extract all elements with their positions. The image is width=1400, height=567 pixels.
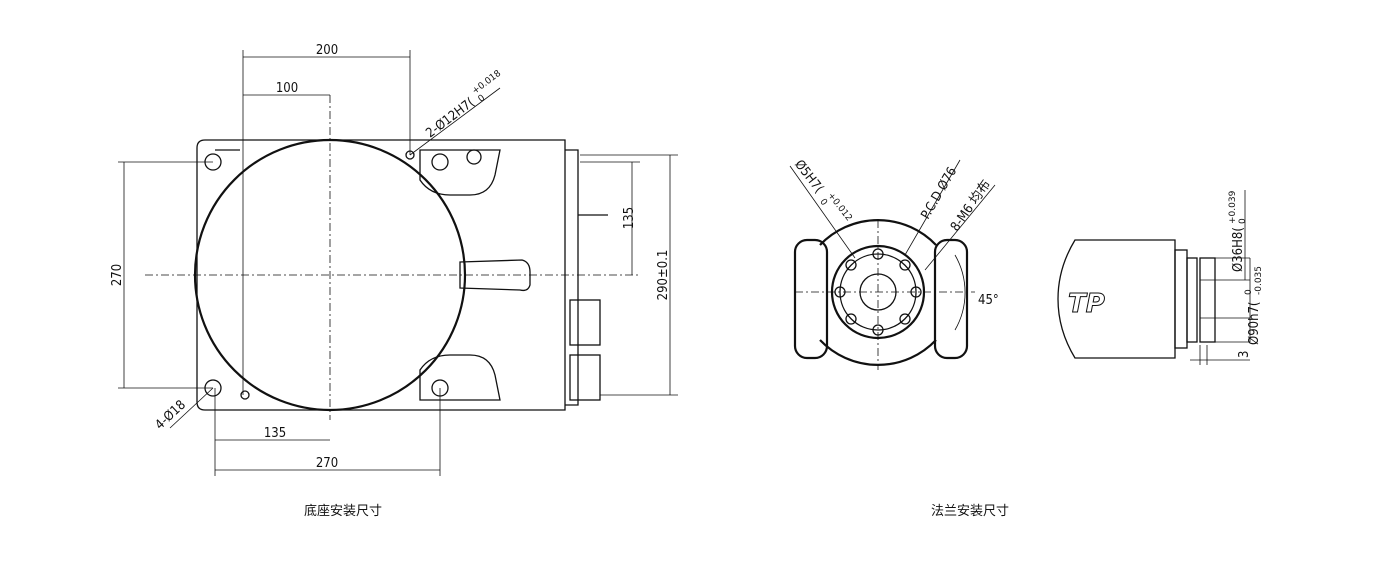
dimension-lines (118, 50, 678, 476)
dim-135-v: 135 (622, 207, 637, 229)
base-side-connectors (565, 149, 579, 406)
dim-270-v: 270 (110, 264, 125, 286)
wrist-body (1057, 239, 1176, 359)
spigot-tol-lower: -0.035 (1254, 266, 1264, 295)
spigot-tol-upper: 0 (1244, 289, 1254, 295)
dim-100: 100 (276, 81, 298, 96)
mount-hole (431, 153, 449, 171)
side-dim-lines (1190, 190, 1251, 365)
pin-label: Ø5H7( (791, 157, 826, 196)
flange-side-view: TP Ø36H8( +0.039 0 Ø90h7( 0 -0.035 3 (1057, 190, 1264, 365)
thread-label: 8-M6 均布 (948, 177, 994, 234)
left-lug (793, 238, 829, 360)
pin-callout: Ø5H7( +0.012 0 (791, 157, 853, 223)
right-lug (933, 238, 969, 360)
pin-hole-label: 2-Ø12H7( (423, 95, 477, 141)
pin-hole-callout: 2-Ø12H7( +0.018 0 (423, 68, 503, 141)
pcd-label: P.C.D Ø76 (918, 165, 960, 222)
dim-270-h: 270 (316, 456, 338, 471)
upper-rib (215, 149, 501, 196)
ground-screw (466, 149, 482, 165)
base-caption: 底座安装尺寸 (304, 503, 382, 519)
flange-front-view: Ø5H7( +0.012 0 P.C.D Ø76 8-M6 均布 45° 法兰安… (789, 157, 1009, 519)
adapter (1174, 249, 1188, 349)
base-plate-outline (196, 139, 566, 411)
base-mounting-view: 200 100 270 135 270 135 290±0.1 2-Ø12H7(… (110, 43, 678, 519)
pin-tol-lower: 0 (817, 197, 829, 208)
pin-hole (240, 390, 250, 400)
connector (569, 299, 601, 346)
spigot-label: Ø90h7( (1247, 301, 1262, 345)
bore-label: Ø36H8( (1231, 227, 1246, 272)
flange-plate (1186, 257, 1198, 343)
depth-label: 3 (1237, 351, 1252, 358)
dim-200: 200 (316, 43, 338, 58)
bore-callout: Ø36H8( +0.039 0 (1228, 190, 1248, 272)
pin-hole-tol-lower: 0 (477, 93, 488, 105)
logo: TP (1068, 289, 1105, 319)
bore-tol-lower: 0 (1238, 218, 1248, 224)
bore-tol-upper: +0.039 (1228, 190, 1238, 224)
dim-135-h: 135 (264, 426, 286, 441)
pin-hole-tol-upper: +0.018 (470, 68, 503, 96)
connector (569, 354, 601, 401)
cable-slot (459, 259, 531, 292)
dim-290: 290±0.1 (656, 250, 671, 301)
pin-tol-upper: +0.012 (825, 191, 853, 223)
flange-dim-lines (789, 159, 996, 331)
flange-caption: 法兰安装尺寸 (931, 504, 1009, 519)
spigot-callout: Ø90h7( 0 -0.035 (1244, 266, 1264, 345)
flange-hatched (1199, 257, 1216, 343)
lower-rib (419, 354, 501, 401)
angle-label: 45° (978, 293, 999, 308)
